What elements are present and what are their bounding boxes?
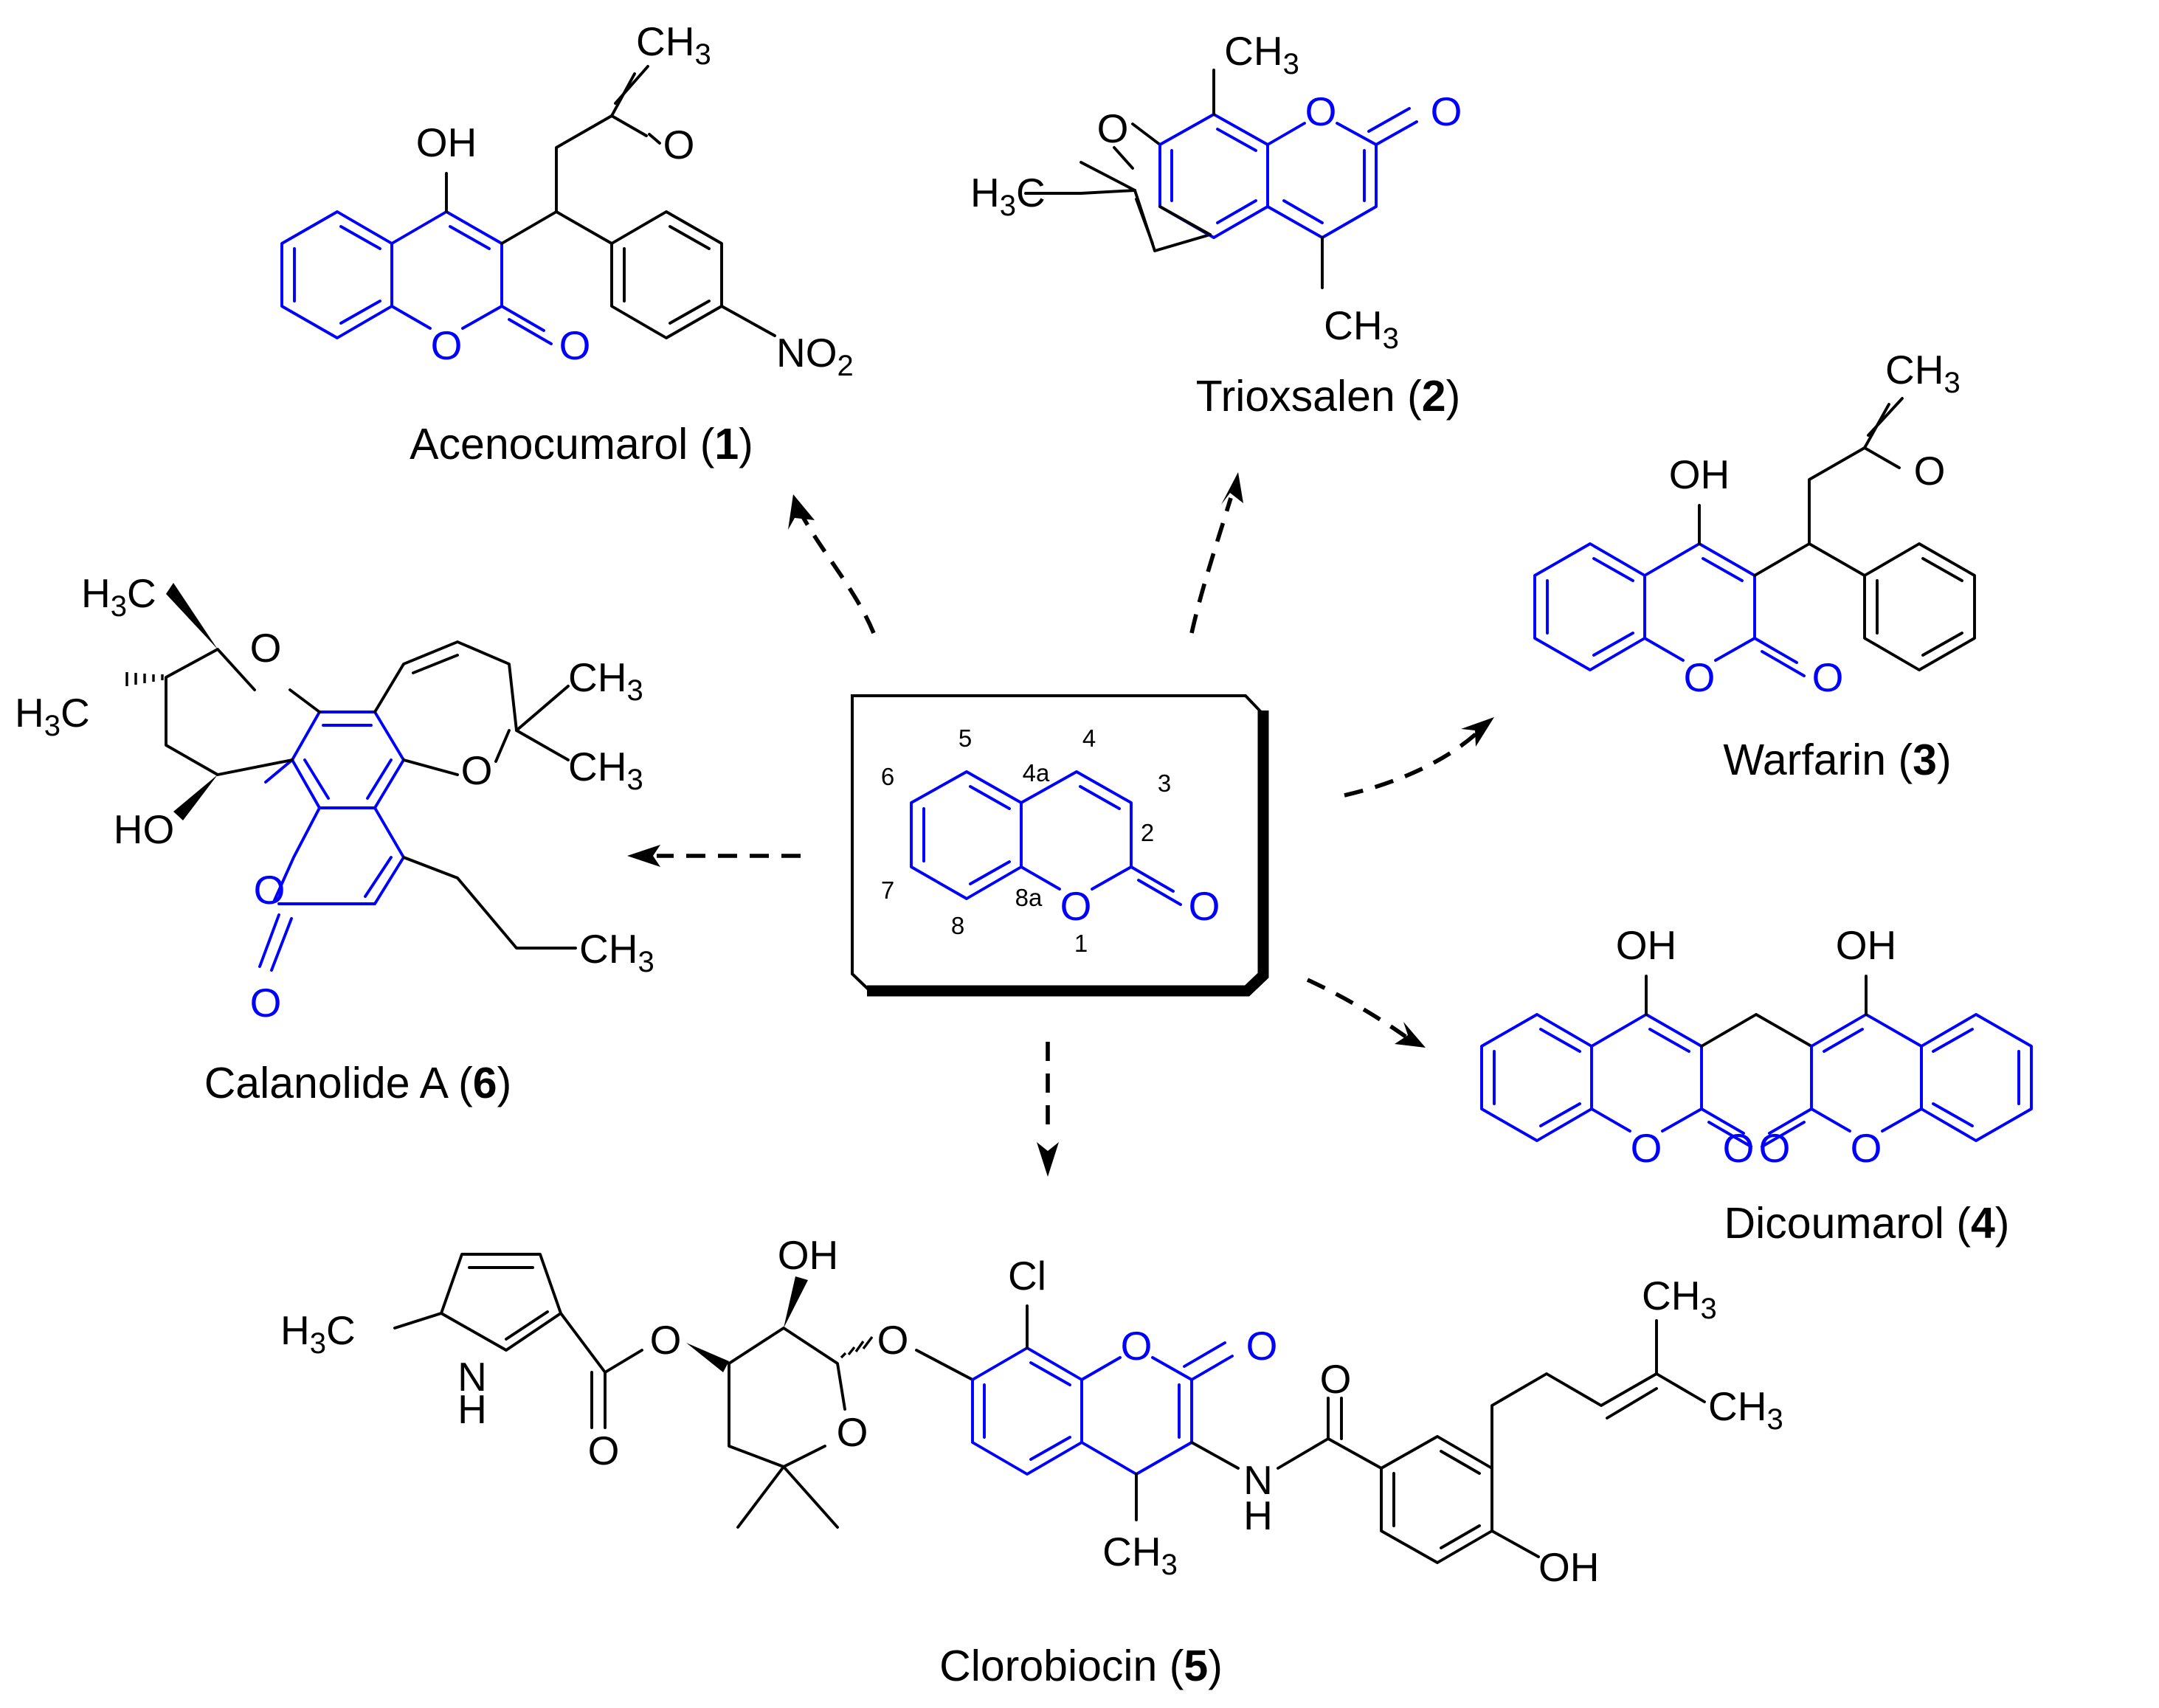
coumarin-carbonyl-label: O — [1246, 1323, 1278, 1369]
ester-carbonyl-label: O — [588, 1428, 620, 1473]
nitro-label: NO2 — [776, 330, 854, 382]
carbonyl-oxygen-label: O — [1812, 654, 1844, 700]
prenyl-methyl-label-2: CH3 — [1708, 1383, 1783, 1436]
calanolide-structure: O O CH3 O CH3 CH3 O H3C H3C HO Calanolid… — [15, 570, 654, 1107]
ring-number-8: 8 — [951, 912, 964, 939]
methyl-label: CH3 — [1885, 347, 1961, 399]
ring-oxygen-label: O — [1684, 654, 1716, 700]
ester-oxygen-label: O — [650, 1317, 682, 1363]
coumarin-scaffold-box — [851, 694, 1269, 997]
clorobiocin-caption: Clorobiocin (5) — [939, 1642, 1223, 1690]
carbonyl-oxygen-label: O — [1189, 883, 1220, 929]
chromanol-oxygen-label: O — [250, 625, 282, 671]
calanolide-caption: Calanolide A (6) — [204, 1059, 512, 1107]
arrow-to-trioxsalen — [1189, 497, 1233, 634]
acenocumarol-caption: Acenocumarol (1) — [410, 420, 753, 469]
carbonyl-oxygen-label: O — [559, 322, 591, 368]
chromene-oxygen-label: O — [461, 747, 493, 793]
propyl-methyl-label: CH3 — [579, 926, 654, 978]
dicoumarol-caption: Dicoumarol (4) — [1724, 1199, 2010, 1248]
hydroxyl-label: OH — [416, 120, 477, 165]
methyl-label: CH3 — [636, 18, 711, 71]
glycosidic-oxygen-label: O — [877, 1317, 909, 1363]
ring-number-2: 2 — [1141, 819, 1154, 846]
dicoumarol-structure: O O OH O O OH Dicoumarol (4) — [1480, 922, 2033, 1248]
phenol-hydroxyl-label: OH — [1538, 1544, 1600, 1590]
ring-number-6: 6 — [881, 763, 894, 790]
right-hydroxyl-label: OH — [1836, 922, 1897, 968]
prenyl-methyl-label-1: CH3 — [1642, 1273, 1717, 1325]
right-carbonyl-oxygen-label: O — [1723, 1125, 1755, 1171]
ring-oxygen-label: O — [1305, 89, 1337, 134]
ring-oxygen-label: O — [431, 322, 463, 368]
ketone-oxygen-label: O — [1914, 448, 1946, 494]
hydroxyl-label: OH — [1669, 452, 1730, 497]
arrow-to-warfarin — [1344, 732, 1477, 798]
hydroxyl-label: HO — [114, 806, 175, 852]
ring-number-4: 4 — [1082, 725, 1096, 752]
ring-number-3: 3 — [1158, 770, 1171, 797]
ring-oxygen-label: O — [1060, 883, 1092, 929]
warfarin-caption: Warfarin (3) — [1723, 736, 1951, 784]
ring-number-1: 1 — [1074, 930, 1088, 957]
ring-number-8a: 8a — [1015, 884, 1043, 911]
amide-carbonyl-label: O — [1320, 1356, 1352, 1402]
acenocumarol-structure: O O OH O CH3 NO2 Acenocumarol (1) — [280, 18, 854, 469]
methyl-label-left: H3C — [970, 170, 1046, 222]
lactone-oxygen-label: O — [254, 867, 286, 913]
ring-number-7: 7 — [881, 877, 894, 904]
coumarin-structure: O O 5 4 6 4a 3 2 7 8 8a 1 — [881, 725, 1220, 957]
arrows — [627, 472, 1494, 1177]
methyl-label-top: CH3 — [1224, 28, 1299, 80]
sugar-hydroxyl-label: OH — [778, 1232, 839, 1278]
arrow-to-dicoumarol — [1306, 978, 1407, 1039]
ketone-oxygen-label: O — [663, 122, 695, 167]
furan-oxygen-label: O — [1097, 106, 1129, 151]
left-ring-oxygen-label: O — [1631, 1125, 1662, 1171]
carbonyl-oxygen-label: O — [1431, 89, 1462, 134]
coumarin-ring-oxygen-label: O — [1121, 1323, 1153, 1369]
trioxsalen-structure: O H3C CH3 O O CH3 Trioxsalen (2) — [970, 28, 1462, 421]
lactone-carbonyl-label: O — [250, 980, 282, 1026]
chlorine-label: Cl — [1008, 1253, 1046, 1299]
arrow-to-acenocumarol — [798, 511, 876, 635]
gem-methyl-label-2: CH3 — [568, 744, 643, 796]
ring-number-4a: 4a — [1023, 759, 1050, 786]
methyl-label-upper: H3C — [81, 570, 156, 623]
ring-number-5: 5 — [958, 725, 972, 752]
methyl-label-bottom: CH3 — [1324, 302, 1399, 355]
pyrrole-methyl-label: H3C — [280, 1307, 356, 1360]
gem-methyl-label-1: CH3 — [568, 654, 643, 707]
sugar-ring-oxygen-label: O — [837, 1409, 868, 1455]
left-hydroxyl-label: OH — [1616, 922, 1677, 968]
methyl-label-lower: H3C — [15, 690, 90, 742]
right-ring-oxygen-label: O — [1851, 1125, 1882, 1171]
trioxsalen-caption: Trioxsalen (2) — [1196, 372, 1461, 421]
coumarin-methyl-label: CH3 — [1102, 1529, 1178, 1581]
warfarin-structure: O O OH O CH3 Warfarin (3) — [1533, 347, 1976, 784]
